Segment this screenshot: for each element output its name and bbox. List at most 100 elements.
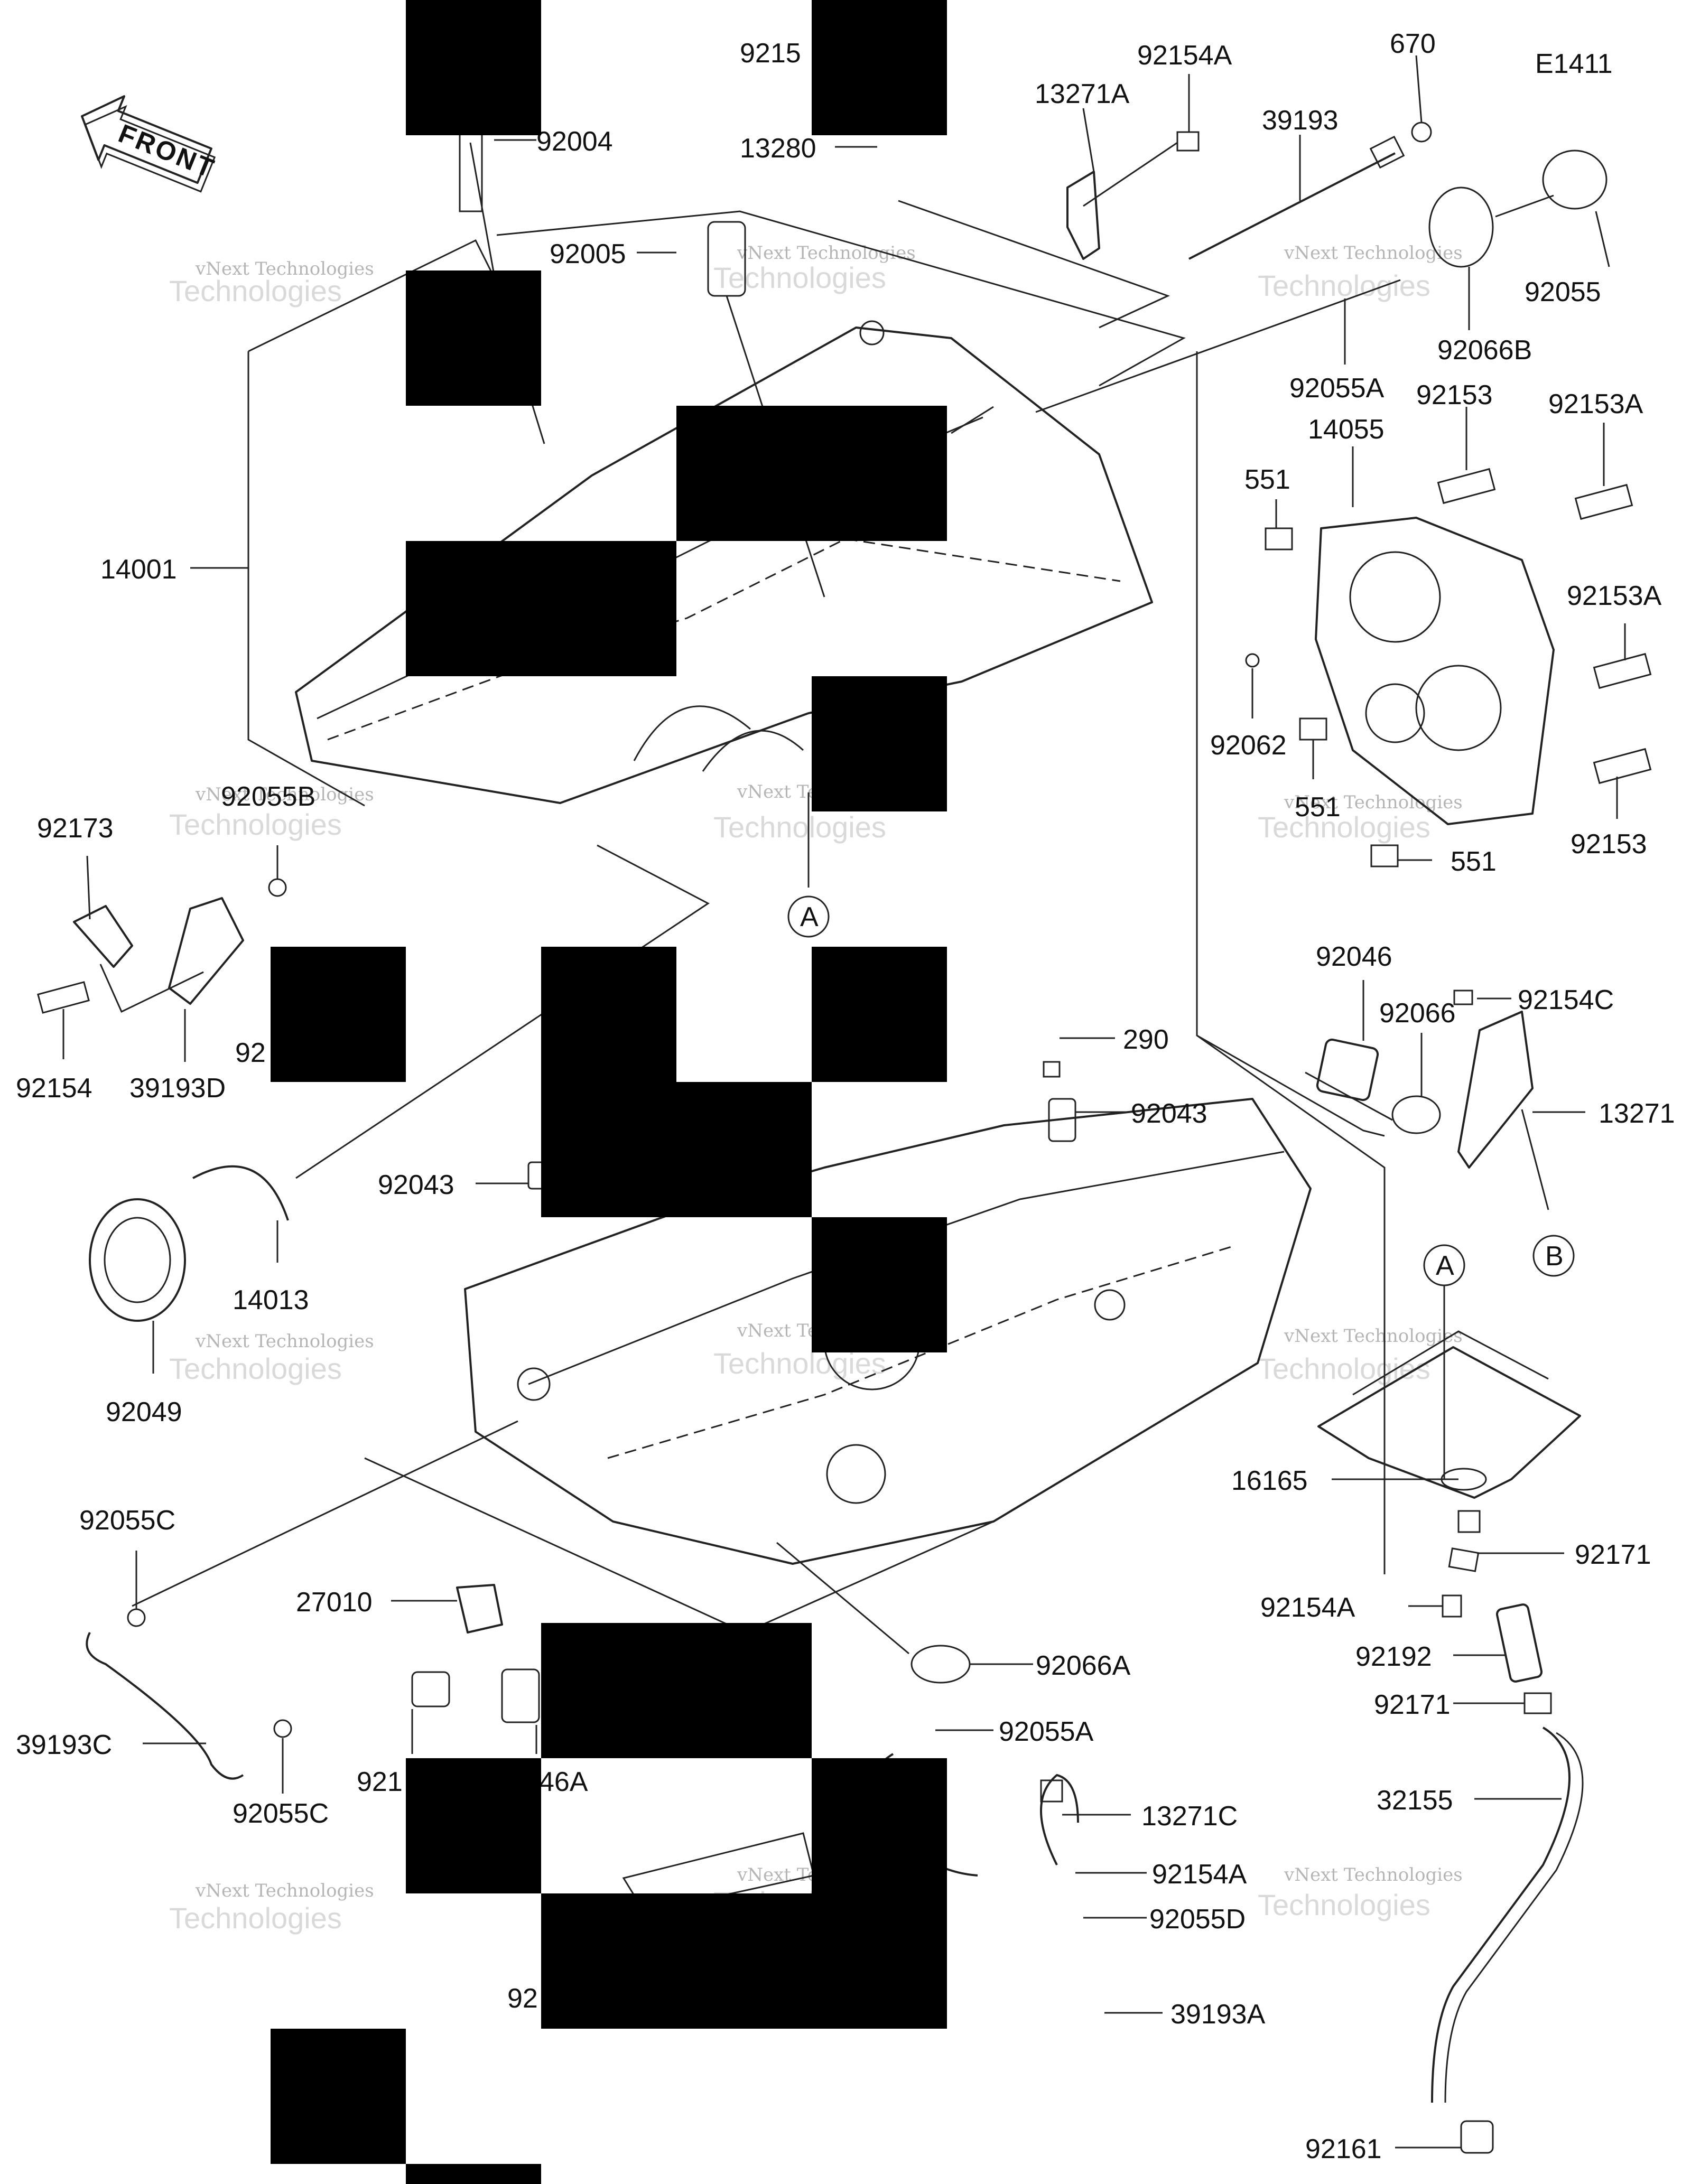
part-label-92154A-low: 92154A xyxy=(1152,1859,1247,1890)
redaction-block xyxy=(406,541,676,676)
part-label-92153A-mid: 92153A xyxy=(1567,581,1662,611)
part-label-92066A: 92066A xyxy=(1036,1650,1131,1681)
part-label-92049: 92049 xyxy=(106,1397,182,1427)
redaction-block xyxy=(676,406,947,541)
part-label-92161: 92161 xyxy=(1305,2134,1382,2164)
watermark-text: vNext Technologies xyxy=(1284,1326,1463,1347)
front-label: FRONT xyxy=(114,118,219,184)
watermark-text: Technologies xyxy=(169,1901,342,1935)
part-label-14013: 14013 xyxy=(233,1285,309,1315)
part-label-92171-top: 92171 xyxy=(1575,1539,1651,1570)
part-label-551-b: 551 xyxy=(1295,792,1341,823)
watermark-text: vNext Technologies xyxy=(1284,242,1463,264)
redaction-block xyxy=(541,947,676,1217)
watermark-text: Technologies xyxy=(169,808,342,841)
watermark-text: Technologies xyxy=(169,1352,342,1385)
part-label-92043-l: 92043 xyxy=(378,1170,454,1200)
part-label-92173: 92173 xyxy=(37,813,114,844)
part-label-9215: 9215 xyxy=(740,38,801,69)
ref-marker-a-right: A xyxy=(1423,1244,1465,1479)
part-label-92192: 92192 xyxy=(1355,1641,1432,1672)
redaction-block xyxy=(812,0,947,135)
part-label-92005: 92005 xyxy=(550,239,626,269)
redaction-blocks xyxy=(271,0,947,2184)
redaction-block xyxy=(676,1082,812,1217)
part-label-39193D: 39193D xyxy=(129,1073,226,1104)
part-label-14001: 14001 xyxy=(100,554,177,585)
part-label-92055C-top: 92055C xyxy=(79,1505,175,1536)
part-label-92046: 92046 xyxy=(1316,941,1392,972)
part-label-39193C: 39193C xyxy=(16,1730,112,1760)
lower-small-parts-drawing xyxy=(527,990,1549,1210)
part-label-92004: 92004 xyxy=(536,126,613,157)
part-label-670: 670 xyxy=(1390,29,1436,59)
part-label-92066B: 92066B xyxy=(1437,335,1532,366)
front-arrow: FRONT xyxy=(81,95,220,193)
redaction-block xyxy=(812,947,947,1082)
part-label-14055: 14055 xyxy=(1308,414,1385,445)
redaction-block xyxy=(812,676,947,811)
part-label-39193A: 39193A xyxy=(1170,1999,1266,2030)
part-label-551-a: 551 xyxy=(1244,464,1290,495)
oil-pipe-group-drawing xyxy=(1066,122,1608,268)
watermark-text: vNext Technologies xyxy=(195,1331,374,1352)
part-label-92066: 92066 xyxy=(1379,998,1456,1029)
watermark-text: Technologies xyxy=(1258,269,1430,302)
ref-marker-a-top: A xyxy=(787,895,830,938)
oil-pan-drawing xyxy=(1317,1330,1584,2154)
part-label-13271C: 13271C xyxy=(1141,1801,1238,1832)
part-label-92-bottom: 92 xyxy=(507,1983,538,2014)
part-label-92154A-top: 92154A xyxy=(1137,40,1232,71)
part-label-92055A-top: 92055A xyxy=(1289,373,1385,404)
part-label-92153A-top: 92153A xyxy=(1548,389,1643,419)
watermark-text: Technologies xyxy=(713,810,886,844)
part-label-13280: 13280 xyxy=(740,133,816,164)
part-label-551-c: 551 xyxy=(1451,846,1497,877)
part-labels: 92004 9215 13280 92005 13271A 92154A 391… xyxy=(16,29,1675,2164)
part-label-13271A: 13271A xyxy=(1035,79,1130,109)
watermark-text: vNext Technologies xyxy=(1284,792,1463,813)
ref-a-label: A xyxy=(800,902,819,932)
watermark-text: Technologies xyxy=(1258,1352,1430,1385)
part-label-92055C-bot: 92055C xyxy=(233,1798,329,1829)
redaction-block xyxy=(271,947,406,1082)
part-label-39193: 39193 xyxy=(1262,105,1339,136)
ref-marker-b: B xyxy=(1532,1235,1575,1277)
part-label-92055: 92055 xyxy=(1525,277,1601,307)
diagram-code: E1411 xyxy=(1535,49,1613,79)
ref-b-label: B xyxy=(1545,1241,1564,1272)
part-label-290: 290 xyxy=(1123,1024,1169,1055)
part-label-92055B: 92055B xyxy=(221,781,315,812)
part-label-92055D: 92055D xyxy=(1149,1904,1246,1935)
part-label-92043-r: 92043 xyxy=(1131,1098,1207,1129)
watermark-text: Technologies xyxy=(1258,1888,1430,1921)
redaction-block xyxy=(541,1623,812,1758)
part-label-92-left: 92 xyxy=(235,1038,266,1068)
redaction-block xyxy=(406,2164,541,2184)
part-label-92153-top: 92153 xyxy=(1416,380,1493,410)
watermark-text: Technologies xyxy=(1258,810,1430,844)
redaction-block xyxy=(406,270,541,406)
part-label-92062: 92062 xyxy=(1210,730,1287,761)
part-label-32155: 32155 xyxy=(1377,1785,1453,1816)
redaction-block xyxy=(812,1217,947,1352)
part-label-16165: 16165 xyxy=(1231,1466,1308,1496)
watermark-text: vNext Technologies xyxy=(195,1880,374,1901)
left-parts-drawing xyxy=(37,878,289,1322)
part-label-92154: 92154 xyxy=(16,1073,92,1104)
part-label-92055A-mid: 92055A xyxy=(999,1716,1094,1747)
part-label-92154C: 92154C xyxy=(1518,985,1614,1015)
redaction-block xyxy=(406,0,541,135)
redaction-block xyxy=(406,1758,541,1893)
part-label-13271: 13271 xyxy=(1599,1098,1675,1129)
watermark-text: vNext Technologies xyxy=(195,258,374,279)
part-label-92171-bot: 92171 xyxy=(1374,1690,1451,1720)
part-label-27010: 27010 xyxy=(296,1587,373,1618)
part-label-92153-bot: 92153 xyxy=(1571,829,1647,860)
ref-a-label: A xyxy=(1436,1250,1454,1281)
redaction-block xyxy=(541,1893,947,2029)
part-label-921-partial: 921 xyxy=(357,1767,403,1797)
watermark-group: vNext Technologies Technologies vNext Te… xyxy=(169,242,1463,1935)
watermark-text: Technologies xyxy=(169,274,342,307)
